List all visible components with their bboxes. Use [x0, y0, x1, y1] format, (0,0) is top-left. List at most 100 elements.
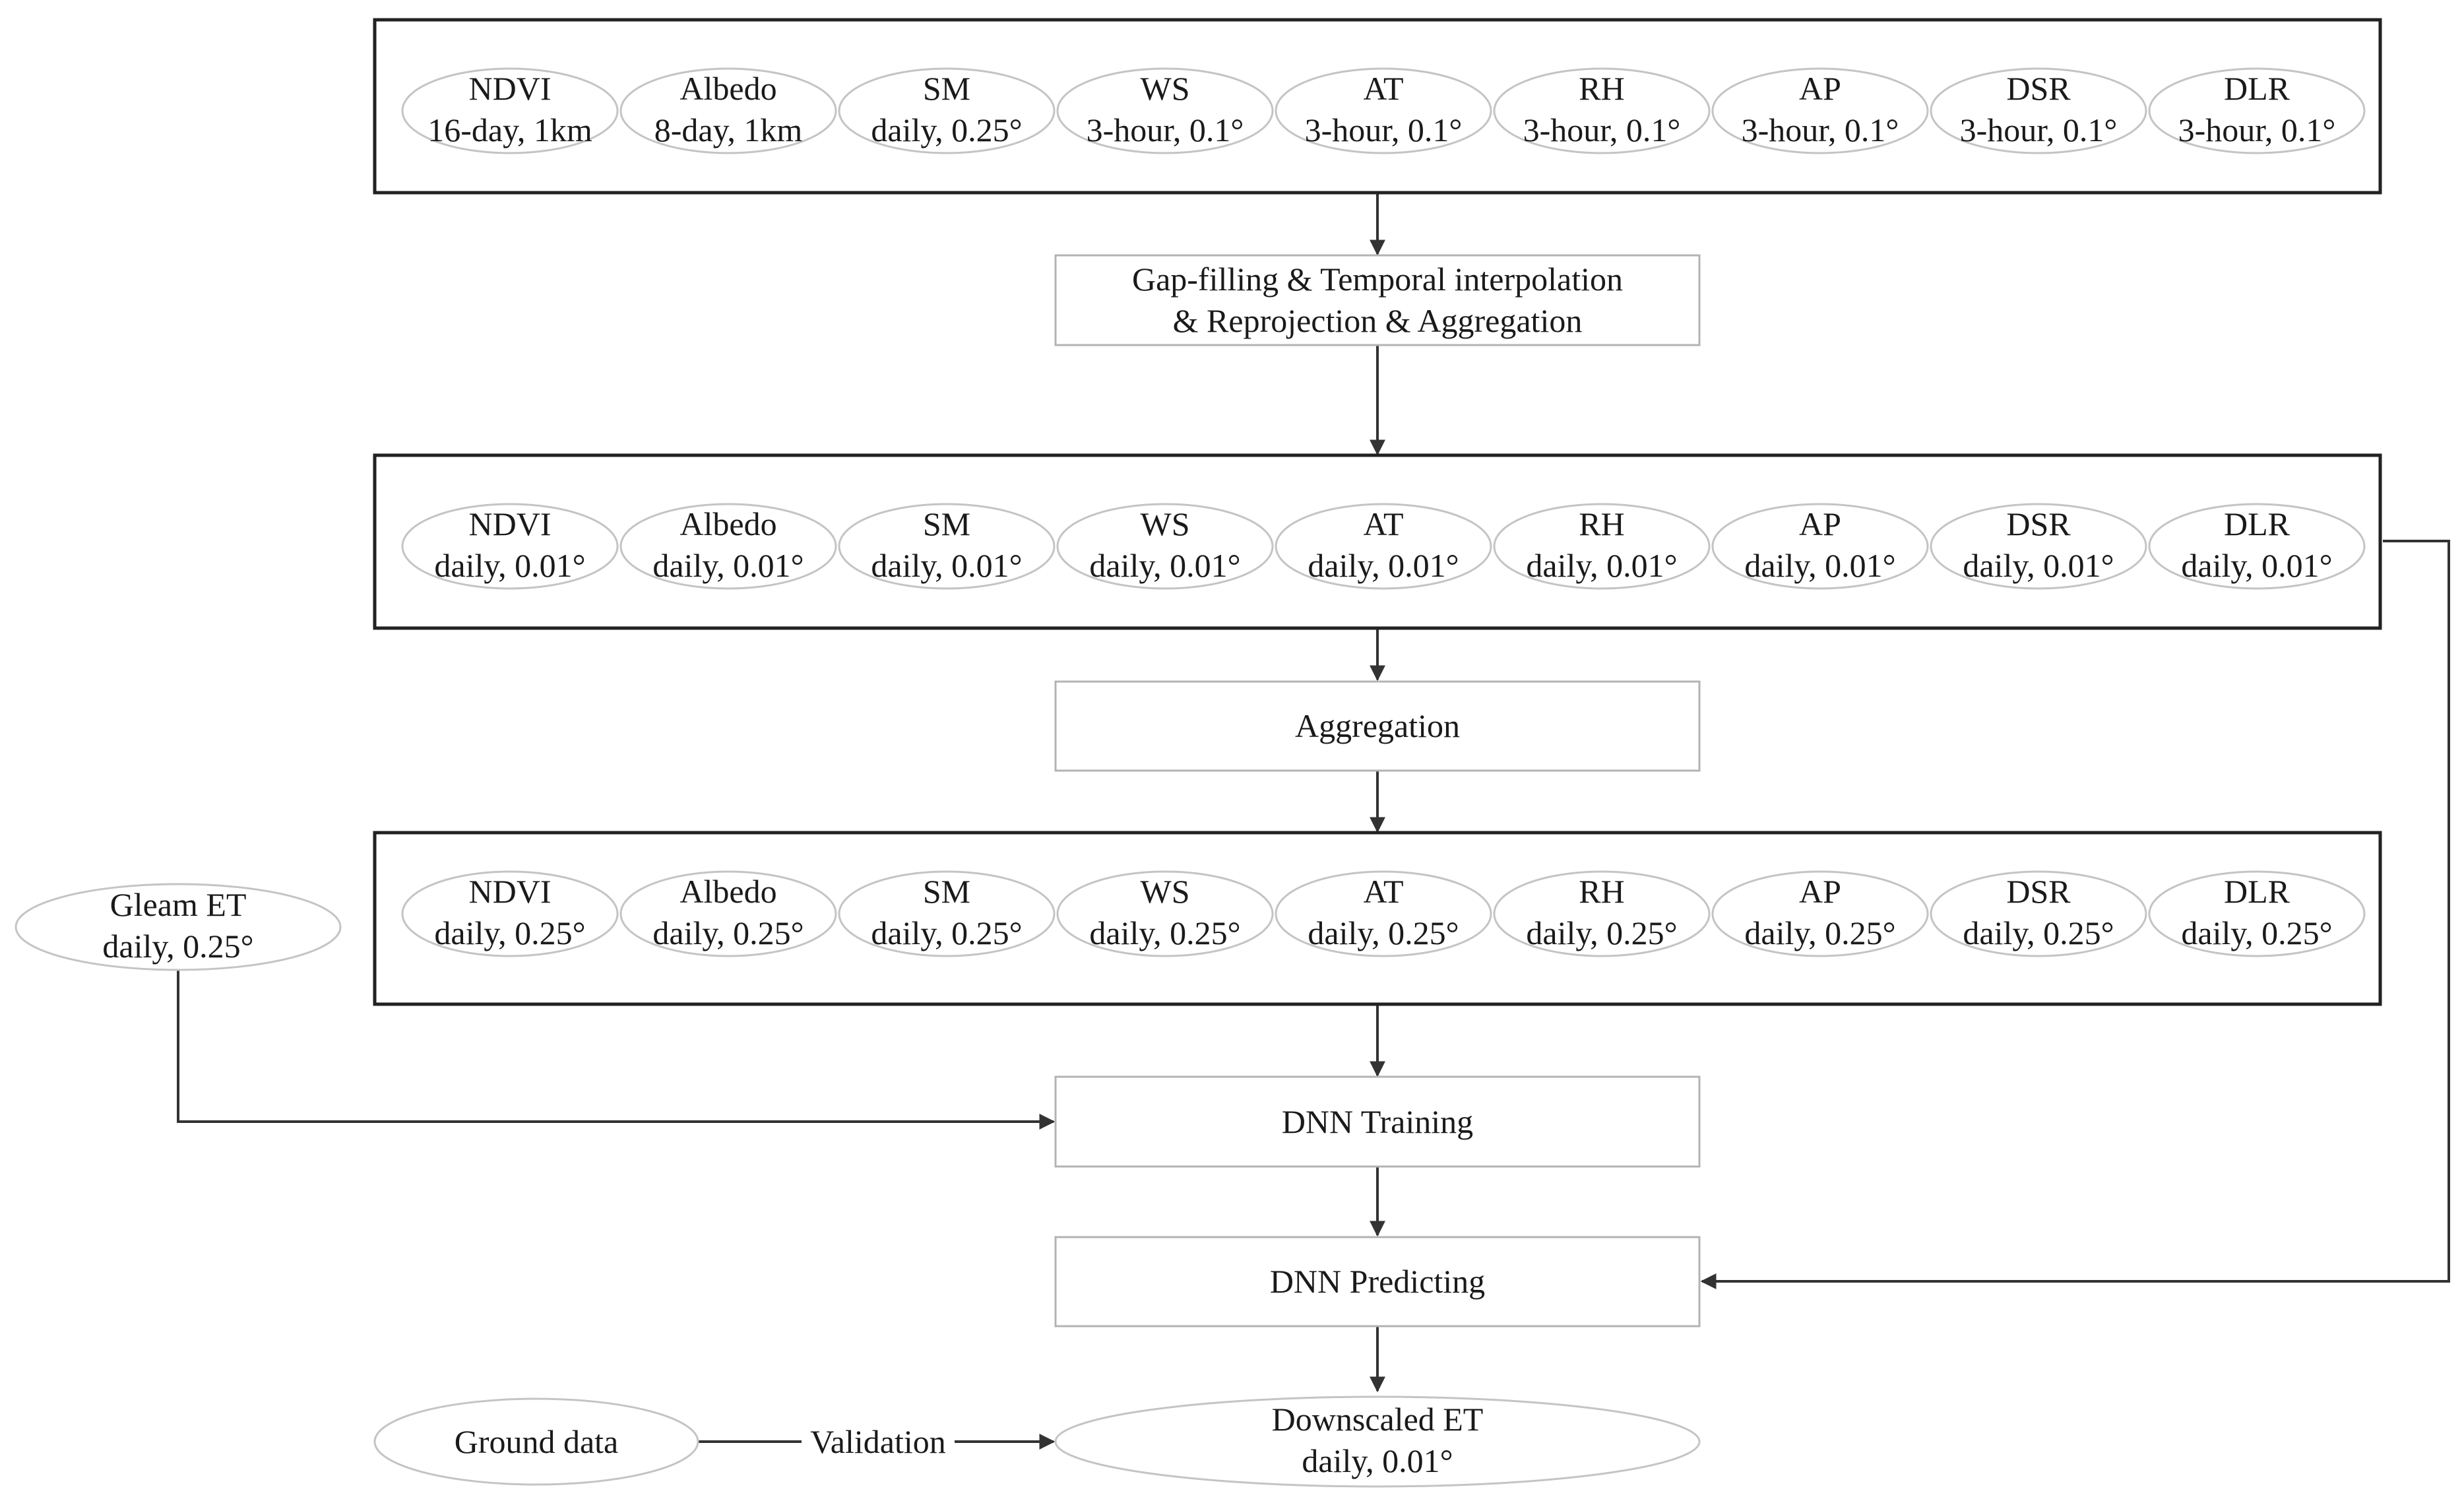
fine-inputs-dsr-node: DSR daily, 0.01°: [1930, 503, 2147, 590]
gleam-et-name: Gleam ET: [110, 886, 247, 923]
ndvi-resolution-label: daily, 0.01°: [434, 547, 585, 584]
rh-variable-label: RH: [1579, 873, 1624, 910]
ap-resolution-label: 3-hour, 0.1°: [1742, 112, 1899, 148]
dlr-oval: [2148, 870, 2366, 957]
sm-variable-label: SM: [923, 505, 970, 542]
ap-variable-label: AP: [1799, 873, 1841, 910]
gleam-et-oval: [15, 883, 342, 971]
dsr-oval: [1930, 503, 2147, 590]
sm-resolution-label: daily, 0.01°: [871, 547, 1022, 584]
raw-inputs-dlr-node: DLR 3-hour, 0.1°: [2148, 67, 2366, 154]
ws-variable-label: WS: [1141, 70, 1190, 107]
at-oval: [1275, 67, 1492, 154]
dnn-training-box: [1054, 1075, 1701, 1168]
downscaled-et-resolution: daily, 0.01°: [1302, 1442, 1453, 1479]
dsr-oval: [1930, 67, 2147, 154]
dlr-oval: [2148, 503, 2366, 590]
aggregation-box: [1054, 680, 1701, 772]
connectors: [177, 193, 2450, 1450]
albedo-variable-label: Albedo: [679, 873, 776, 910]
at-variable-label: AT: [1363, 70, 1403, 107]
gleam-et-node: Gleam ET daily, 0.25°: [15, 883, 342, 971]
ground-data-node: Ground data: [373, 1397, 699, 1486]
ws-oval: [1056, 67, 1274, 154]
ap-oval: [1711, 67, 1929, 154]
ap-oval: [1711, 503, 1929, 590]
albedo-resolution-label: daily, 0.25°: [652, 914, 804, 951]
ground-data-oval: [373, 1397, 699, 1486]
dlr-variable-label: DLR: [2224, 505, 2290, 542]
dlr-variable-label: DLR: [2224, 873, 2290, 910]
dsr-resolution-label: daily, 0.25°: [1963, 914, 2114, 951]
fine-inputs-ws-node: WS daily, 0.01°: [1056, 503, 1274, 590]
dsr-resolution-label: 3-hour, 0.1°: [1960, 112, 2118, 148]
albedo-oval: [619, 870, 837, 957]
dnn-predicting-box: [1054, 1236, 1701, 1327]
fine-inputs-sm-node: SM daily, 0.01°: [838, 503, 1056, 590]
rh-resolution-label: daily, 0.01°: [1526, 547, 1677, 584]
albedo-variable-label: Albedo: [679, 505, 776, 542]
at-resolution-label: daily, 0.25°: [1308, 914, 1459, 951]
at-resolution-label: 3-hour, 0.1°: [1305, 112, 1463, 148]
arrow-fine-to-predicting: [1700, 540, 2450, 1289]
preprocess-box: [1054, 254, 1701, 346]
downscaled-et-name: Downscaled ET: [1272, 1401, 1484, 1438]
dsr-oval: [1930, 870, 2147, 957]
dsr-variable-label: DSR: [2006, 873, 2071, 910]
dsr-variable-label: DSR: [2006, 70, 2071, 107]
coarse-inputs-albedo-node: Albedo daily, 0.25°: [619, 870, 837, 957]
fine-inputs-dlr-node: DLR daily, 0.01°: [2148, 503, 2366, 590]
ws-oval: [1056, 870, 1274, 957]
preprocess-step: Gap-filling & Temporal interpolation & R…: [1054, 254, 1701, 346]
rh-variable-label: RH: [1579, 505, 1624, 542]
sm-oval: [838, 67, 1056, 154]
ground-data-label: Ground data: [455, 1423, 619, 1460]
sm-variable-label: SM: [923, 70, 970, 107]
ws-variable-label: WS: [1141, 873, 1190, 910]
at-oval: [1275, 870, 1492, 957]
dsr-resolution-label: daily, 0.01°: [1963, 547, 2114, 584]
raw-inputs-ws-node: WS3-hour, 0.1°: [1056, 67, 1274, 154]
ws-variable-label: WS: [1141, 505, 1190, 542]
rh-resolution-label: daily, 0.25°: [1526, 914, 1677, 951]
sm-resolution-label: daily, 0.25°: [871, 914, 1022, 951]
dsr-variable-label: DSR: [2006, 505, 2071, 542]
gleam-et-resolution: daily, 0.25°: [102, 928, 253, 965]
ws-resolution-label: daily, 0.25°: [1089, 914, 1240, 951]
dnn-predicting-label: DNN Predicting: [1270, 1263, 1485, 1300]
coarse-inputs-dsr-node: DSR daily, 0.25°: [1930, 870, 2147, 957]
sm-variable-label: SM: [923, 873, 970, 910]
fine-inputs-rh-node: RH daily, 0.01°: [1493, 503, 1711, 590]
sm-oval: [838, 870, 1056, 957]
dlr-resolution-label: daily, 0.01°: [2181, 547, 2332, 584]
at-oval: [1275, 503, 1492, 590]
preprocess-label-line1: Gap-filling & Temporal interpolation: [1132, 261, 1623, 298]
coarse-inputs-ws-node: WS daily, 0.25°: [1056, 870, 1274, 957]
rh-variable-label: RH: [1579, 70, 1624, 107]
raw-inputs-rh-node: RH3-hour, 0.1°: [1493, 67, 1711, 154]
dlr-resolution-label: 3-hour, 0.1°: [2178, 112, 2336, 148]
albedo-variable-label: Albedo: [679, 70, 776, 107]
albedo-resolution-label: daily, 0.01°: [652, 547, 804, 584]
ndvi-resolution-label: 16-day, 1km: [427, 112, 592, 148]
ws-resolution-label: daily, 0.01°: [1089, 547, 1240, 584]
raw-inputs-dsr-node: DSR 3-hour, 0.1°: [1930, 67, 2147, 154]
aggregation-label: Aggregation: [1295, 707, 1460, 744]
coarse-inputs-rh-node: RH daily, 0.25°: [1493, 870, 1711, 957]
preprocess-label-line2: & Reprojection & Aggregation: [1173, 302, 1583, 339]
coarse-inputs-sm-node: SM daily, 0.25°: [838, 870, 1056, 957]
dlr-variable-label: DLR: [2224, 70, 2290, 107]
